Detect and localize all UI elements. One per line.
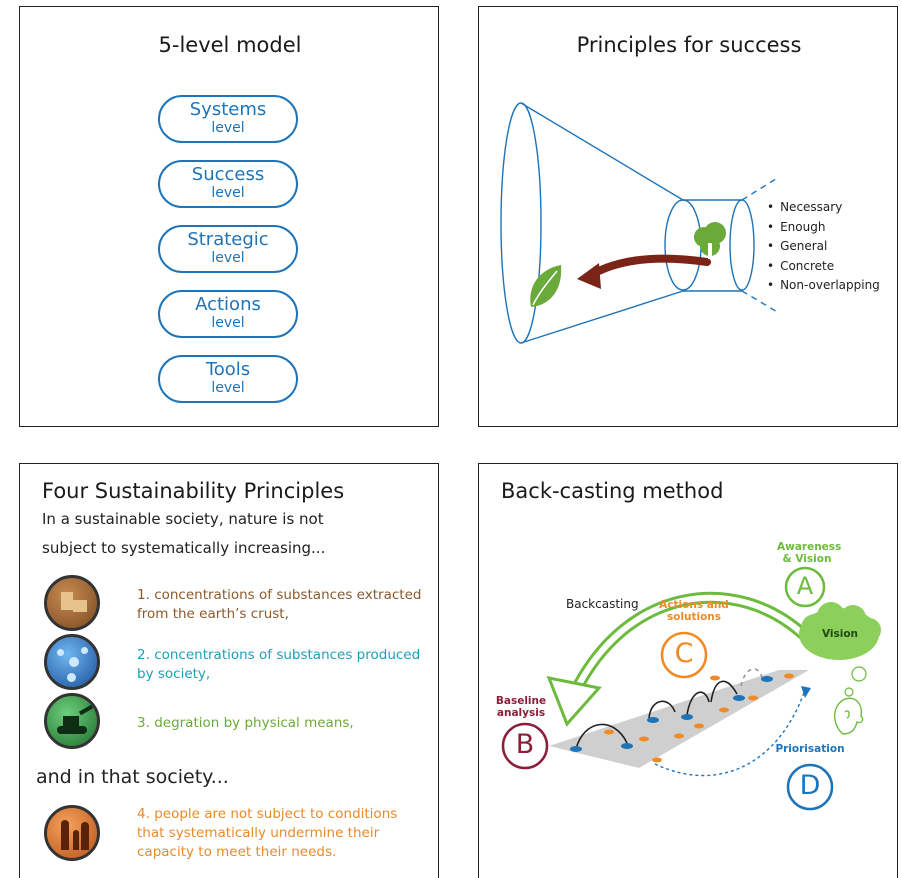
arrow-head-icon: [577, 263, 601, 289]
principle-3: 3. degration by physical means,: [137, 714, 427, 733]
family-icon: [44, 805, 100, 861]
letter-a: A: [796, 572, 814, 600]
circle-d: [786, 763, 834, 811]
level-sub: level: [211, 120, 245, 136]
four-sustainability-principles-panel: Four Sustainability Principles In a sust…: [19, 463, 439, 878]
backcasting-arrow-head: [546, 675, 602, 727]
awareness-label: Awareness & Vision: [777, 541, 842, 565]
funnel-icon: [500, 102, 780, 344]
baseline-label: Baseline analysis: [495, 695, 547, 719]
principle-4: 4. people are not subject to conditions …: [137, 805, 407, 862]
level-pill-actions: Actions level: [158, 290, 298, 338]
level-name: Systems: [189, 99, 267, 120]
level-sub: level: [211, 250, 245, 266]
timeline-road: [549, 670, 809, 768]
principle-text: people are not subject to conditions tha…: [137, 806, 398, 860]
level-sub: level: [211, 185, 245, 201]
backcasting-diagram: [501, 566, 881, 811]
backcasting-label: Backcasting: [566, 597, 639, 611]
principle-text: degration by physical means,: [154, 715, 354, 731]
circle-c: [660, 631, 708, 679]
criteria-item: Concrete: [767, 257, 880, 277]
back-casting-method-panel: Back-casting method: [478, 463, 898, 878]
thinking-head-icon: [834, 697, 864, 735]
criteria-list: Necessary Enough General Concrete Non-ov…: [767, 198, 880, 296]
vision-cloud-icon: [799, 602, 881, 660]
and-in-that-society: and in that society...: [36, 766, 229, 788]
circle-a: [784, 566, 826, 608]
five-level-model-panel: 5-level model Systems level Success leve…: [19, 6, 439, 427]
criteria-item: Non-overlapping: [767, 276, 880, 296]
level-name: Tools: [205, 359, 251, 380]
principle-2: 2. concentrations of substances produced…: [137, 646, 427, 684]
molecule-icon: [44, 634, 100, 690]
level-sub: level: [211, 315, 245, 331]
funnel-diagram: [500, 102, 780, 344]
principle-1: 1. concentrations of substances extracte…: [137, 586, 427, 624]
principles-for-success-panel: Principles for success Necessary Enoug: [478, 6, 898, 427]
circle-b: [501, 722, 549, 770]
principle-text: concentrations of substances produced by…: [137, 647, 421, 682]
panel-title: Back-casting method: [501, 479, 724, 503]
priorisation-label: Priorisation: [775, 743, 845, 755]
level-pill-success: Success level: [158, 160, 298, 208]
panel-title: Principles for success: [576, 33, 802, 57]
level-name: Success: [191, 164, 265, 185]
criteria-item: Enough: [767, 218, 880, 238]
criteria-item: Necessary: [767, 198, 880, 218]
level-pill-systems: Systems level: [158, 95, 298, 143]
tree-icon: [694, 222, 726, 259]
letter-d: D: [799, 770, 821, 801]
criteria-item: General: [767, 237, 880, 257]
intro-line: subject to systematically increasing...: [42, 539, 326, 557]
principle-text: concentrations of substances extracted f…: [137, 587, 422, 622]
principle-number: 4.: [137, 806, 150, 822]
mining-cart-icon: [44, 575, 100, 631]
step-arcs: [575, 668, 763, 750]
level-name: Strategic: [187, 229, 269, 250]
arrow-icon: [587, 254, 711, 279]
principle-number: 3.: [137, 715, 150, 731]
letter-c: C: [674, 638, 694, 669]
level-sub: level: [211, 380, 245, 396]
vision-label: Vision: [821, 628, 859, 640]
principle-number: 2.: [137, 647, 150, 663]
level-name: Actions: [195, 294, 261, 315]
level-pill-tools: Tools level: [158, 355, 298, 403]
intro-line: In a sustainable society, nature is not: [42, 510, 324, 528]
level-pill-strategic: Strategic level: [158, 225, 298, 273]
bulldozer-icon: [44, 693, 100, 749]
panel-title: 5-level model: [158, 33, 302, 57]
principle-number: 1.: [137, 587, 150, 603]
step-dots: [570, 673, 794, 763]
actions-label: Actions and solutions: [659, 599, 729, 623]
letter-b: B: [515, 729, 535, 760]
priorisation-arrow: [654, 689, 806, 777]
panel-title: Four Sustainability Principles: [42, 479, 345, 503]
leaf-icon: [530, 265, 562, 307]
